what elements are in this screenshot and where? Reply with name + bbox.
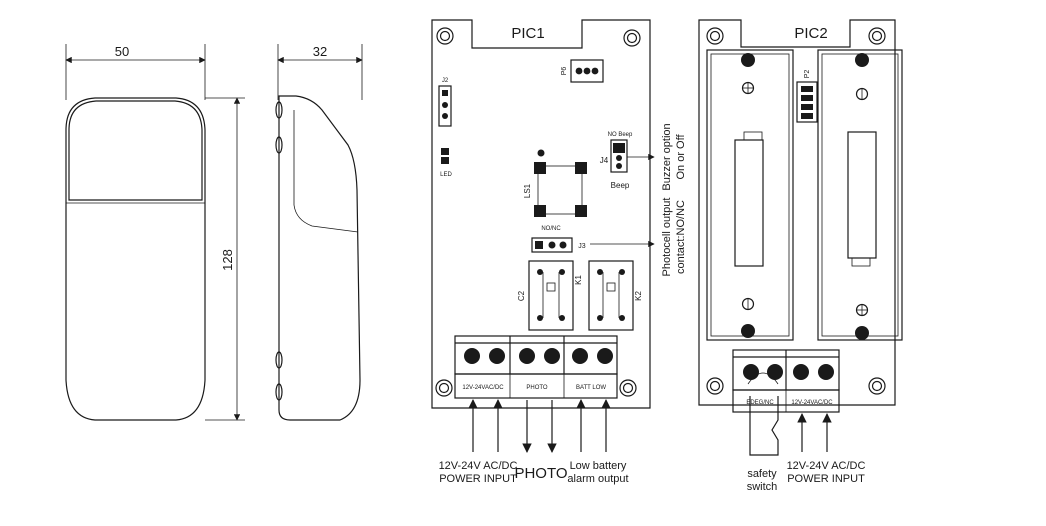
j3-label: J3 (578, 243, 586, 250)
photocell-line2: contact:NO/NC (675, 200, 687, 274)
side-view: 32 128 (205, 44, 363, 421)
pic1-board: PIC1 J2 LED P6 LS1 NO Beep (431, 19, 651, 409)
j4-label: J4 (600, 156, 609, 165)
buzzer-line2: On or Off (675, 134, 687, 180)
ls1-label: LS1 (523, 183, 532, 198)
p2-label: P2 (804, 70, 811, 79)
pic2-term-edge: EDEG/NC (746, 400, 774, 406)
pic2-board: PIC2 P2 (698, 19, 903, 413)
safety-line1: safety (747, 468, 777, 480)
pic1-photo-label: PHOTO (514, 465, 567, 482)
pic2-wiring: safety switch 12V-24V AC/DC POWER INPUT (747, 396, 866, 493)
side-width-label: 32 (313, 44, 327, 59)
k2-label: K2 (634, 291, 643, 301)
pic2-term-power: 12V-24VAC/DC (791, 400, 833, 406)
pic1-title: PIC1 (511, 25, 544, 42)
pic1-batt-line1: Low battery (570, 460, 627, 472)
j2-label: J2 (442, 78, 449, 84)
front-view: 50 (65, 44, 206, 421)
pic2-power-line1: 12V-24V AC/DC (787, 460, 866, 472)
pic1-term-photo: PHOTO (526, 385, 548, 391)
led-label: LED (440, 172, 452, 178)
k1-label: K1 (574, 275, 583, 285)
pic1-side-callouts: Buzzer option On or Off Photocell output… (590, 123, 687, 276)
beep-label: Beep (611, 181, 630, 190)
pic2-title: PIC2 (794, 25, 827, 42)
pic2-mounting-holes (706, 27, 886, 395)
safety-line2: switch (747, 481, 778, 493)
pic1-batt-line2: alarm output (567, 473, 628, 485)
no-beep-label: NO Beep (608, 132, 633, 138)
height-label: 128 (220, 249, 235, 271)
nonc-label: NO/NC (541, 226, 561, 232)
front-width-label: 50 (115, 44, 129, 59)
photocell-line1: Photocell output (661, 198, 673, 277)
buzzer-line1: Buzzer option (661, 123, 673, 190)
pic1-power-line1: 12V-24V AC/DC (439, 460, 518, 472)
pic1-power-line2: POWER INPUT (439, 473, 517, 485)
pic1-term-power: 12V-24VAC/DC (462, 385, 504, 391)
pic1-wiring: 12V-24V AC/DC POWER INPUT PHOTO Low batt… (439, 399, 629, 485)
mounting-holes (435, 27, 641, 397)
c2-label: C2 (517, 290, 526, 301)
p6-label: P6 (561, 67, 568, 76)
pic1-term-batt: BATT LOW (576, 385, 606, 391)
pic2-power-line2: POWER INPUT (787, 473, 865, 485)
